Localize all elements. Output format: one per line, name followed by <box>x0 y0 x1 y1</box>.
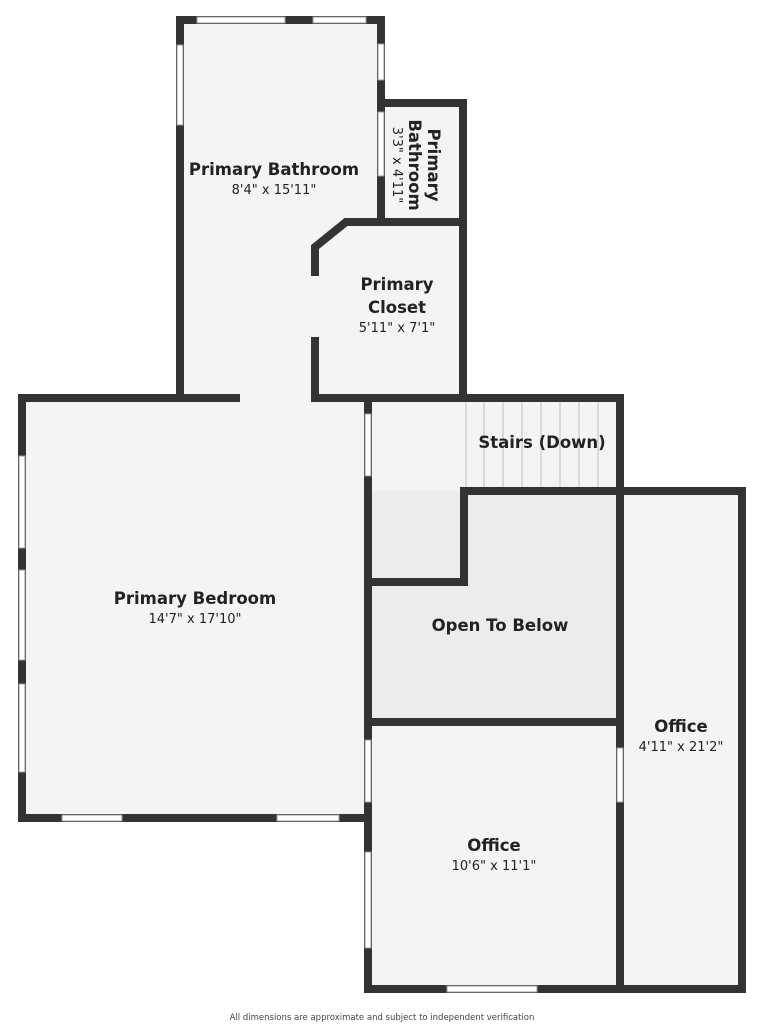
window-bedroom-bottom-2 <box>276 814 340 822</box>
floor-open-to-below <box>368 491 620 722</box>
windows <box>18 16 624 993</box>
floor-areas <box>22 20 742 989</box>
disclaimer-text: All dimensions are approximate and subje… <box>229 1013 535 1023</box>
window-bedroom-left-1 <box>18 455 26 549</box>
floor-office-bottom <box>368 722 620 989</box>
window-office-bottom <box>446 985 538 993</box>
window-bath-top-right <box>312 16 367 24</box>
dims-primary-bedroom: 14'7" x 17'10" <box>149 612 242 627</box>
opening-small-bath <box>377 111 385 177</box>
label-primary-closet-1: Primary <box>360 275 433 294</box>
floor-office-right <box>620 491 742 989</box>
dims-office-right: 4'11" x 21'2" <box>639 740 724 755</box>
window-bedroom-left-2 <box>18 569 26 661</box>
label-stairs: Stairs (Down) <box>478 433 605 452</box>
label-primary-bathroom-small-1: Primary <box>424 128 443 201</box>
floor-primary-bedroom <box>22 398 368 818</box>
window-bedroom-bottom-1 <box>61 814 123 822</box>
room-labels: Primary Bathroom 8'4" x 15'11" Primary B… <box>114 119 724 874</box>
label-primary-bedroom: Primary Bedroom <box>114 589 276 608</box>
dims-primary-bathroom: 8'4" x 15'11" <box>232 183 317 198</box>
label-primary-bathroom-small-2: Bathroom <box>405 119 424 210</box>
dims-office-bottom: 10'6" x 11'1" <box>452 859 537 874</box>
dims-primary-closet: 5'11" x 7'1" <box>359 321 435 336</box>
opening-hall <box>364 413 372 477</box>
label-office-bottom: Office <box>467 836 520 855</box>
floor-primary-bathroom-small <box>381 103 463 222</box>
window-bath-left <box>176 44 184 126</box>
window-office-left <box>364 851 372 949</box>
floor-stairs <box>464 398 620 491</box>
window-bath-right <box>377 43 385 81</box>
opening-office-bottom <box>364 739 372 803</box>
label-open-to-below: Open To Below <box>432 616 569 635</box>
label-primary-closet-2: Closet <box>368 298 426 317</box>
stair-treads <box>465 398 599 491</box>
window-bath-top-left <box>196 16 286 24</box>
window-bedroom-left-3 <box>18 683 26 773</box>
dims-primary-bathroom-small: 3'3" x 4'11" <box>389 127 404 203</box>
label-primary-bathroom: Primary Bathroom <box>189 160 359 179</box>
opening-office-right <box>616 747 624 803</box>
label-office-right: Office <box>654 717 707 736</box>
floor-primary-closet <box>315 222 463 398</box>
